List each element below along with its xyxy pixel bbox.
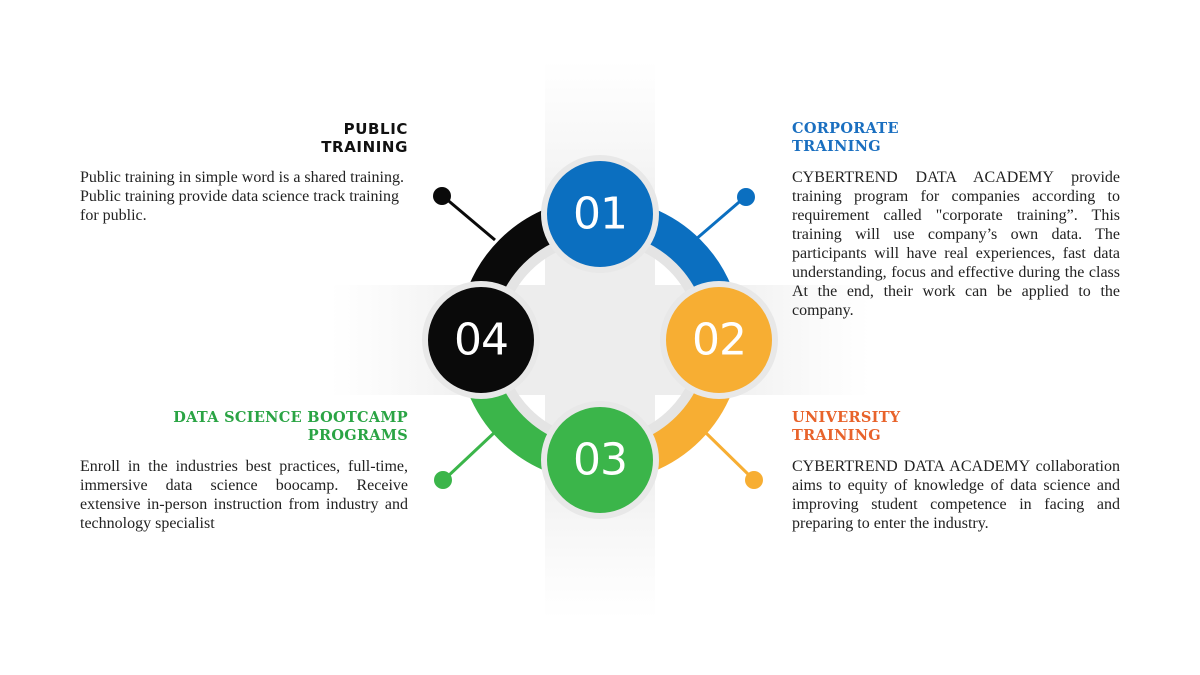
university-training-block: UNIVERSITY TRAINING CYBERTREND DATA ACAD… (792, 409, 1120, 533)
connector-dot-04 (433, 187, 451, 205)
corporate-training-title: CORPORATE TRAINING (792, 120, 1120, 156)
connector-dot-02 (745, 471, 763, 489)
step-number-03: 03 (573, 435, 627, 486)
bootcamp-title-line2: PROGRAMS (307, 427, 408, 444)
connector-line-03 (444, 430, 497, 480)
corporate-training-body: CYBERTREND DATA ACADEMY provide training… (792, 169, 1120, 319)
step-circle-01 (541, 155, 659, 273)
connector-line-04 (443, 195, 496, 242)
corporate-training-title-line1: CORPORATE (792, 120, 899, 137)
public-training-title: PUBLIC TRAINING (80, 120, 408, 156)
background-cross-horizontal (330, 285, 870, 395)
public-training-block: PUBLIC TRAINING Public training in simpl… (80, 120, 408, 225)
bootcamp-title-line1: DATA SCIENCE BOOTCAMP (173, 409, 408, 426)
connector-line-01 (694, 195, 746, 242)
university-training-title-line2: TRAINING (792, 427, 881, 444)
public-training-body: Public training in simple word is a shar… (80, 169, 404, 224)
bootcamp-title: DATA SCIENCE BOOTCAMP PROGRAMS (80, 409, 408, 445)
connector-line-02 (703, 430, 754, 480)
connector-dot-01 (737, 188, 755, 206)
university-training-title-line1: UNIVERSITY (792, 409, 901, 426)
university-training-title: UNIVERSITY TRAINING (792, 409, 1120, 445)
step-circle-02 (660, 281, 778, 399)
public-training-title-line2: TRAINING (321, 138, 408, 156)
bootcamp-body: Enroll in the industries best practices,… (80, 458, 408, 532)
public-training-title-line1: PUBLIC (343, 120, 408, 138)
corporate-training-block: CORPORATE TRAINING CYBERTREND DATA ACADE… (792, 120, 1120, 320)
step-number-01: 01 (573, 189, 627, 240)
corporate-training-title-line2: TRAINING (792, 138, 881, 155)
step-number-04: 04 (454, 315, 508, 366)
bootcamp-block: DATA SCIENCE BOOTCAMP PROGRAMS Enroll in… (80, 409, 408, 533)
step-circle-04 (422, 281, 540, 399)
university-training-body: CYBERTREND DATA ACADEMY collaboration ai… (792, 458, 1120, 532)
step-number-02: 02 (692, 315, 746, 366)
step-circle-03 (541, 401, 659, 519)
connector-dot-03 (434, 471, 452, 489)
